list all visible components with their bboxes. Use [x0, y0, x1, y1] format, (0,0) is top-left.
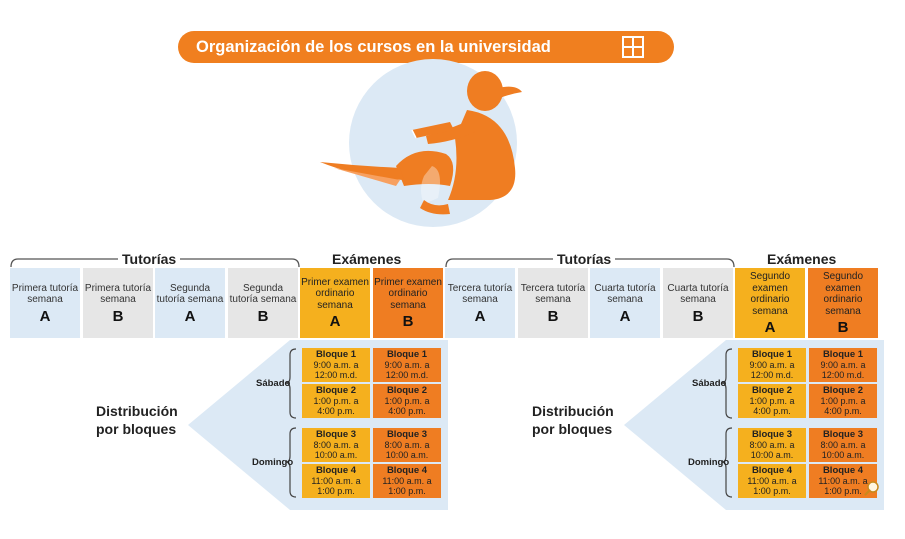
block-card: Bloque 4 11:00 a.m. a 1:00 p.m.: [738, 464, 806, 498]
block-card: Bloque 3 8:00 a.m. a 10:00 a.m.: [809, 428, 877, 462]
block-card: Bloque 3 8:00 a.m. a 10:00 a.m.: [302, 428, 370, 462]
page-title: Organización de los cursos en la univers…: [196, 37, 551, 56]
tutorias-right-label: Tutorías: [553, 251, 616, 267]
distribution-label-left: Distribución por bloques: [96, 403, 178, 437]
block-card: Bloque 2 1:00 p.m. a 4:00 p.m.: [809, 384, 877, 418]
block-card: Bloque 1 9:00 a.m. a 12:00 m.d.: [302, 348, 370, 382]
block-card: Bloque 3 8:00 a.m. a 10:00 a.m.: [738, 428, 806, 462]
block-card: Bloque 1 9:00 a.m. a 12:00 m.d.: [809, 348, 877, 382]
sunday-label: Domingo: [688, 457, 730, 468]
saturday-label: Sábado: [692, 378, 727, 389]
block-card: Bloque 1 9:00 a.m. a 12:00 m.d.: [738, 348, 806, 382]
block-card: Bloque 2 1:00 p.m. a 4:00 p.m.: [302, 384, 370, 418]
distribution-label-right: Distribución por bloques: [532, 403, 614, 437]
block-card: Bloque 4 11:00 a.m. a 1:00 p.m.: [809, 464, 877, 498]
block-card: Bloque 2 1:00 p.m. a 4:00 p.m.: [738, 384, 806, 418]
block-card: Bloque 4 11:00 a.m. a 1:00 p.m.: [373, 464, 441, 498]
block-card: Bloque 2 1:00 p.m. a 4:00 p.m.: [373, 384, 441, 418]
block-card: Bloque 1 9:00 a.m. a 12:00 m.d.: [373, 348, 441, 382]
student-reading-illustration: [320, 59, 522, 227]
page-title-banner: Organización de los cursos en la univers…: [178, 31, 674, 63]
block-card: Bloque 4 11:00 a.m. a 1:00 p.m.: [302, 464, 370, 498]
sunday-label: Domingo: [252, 457, 294, 468]
examenes-right-label: Exámenes: [763, 251, 841, 267]
saturday-label: Sábado: [256, 378, 291, 389]
flag-icon: [622, 36, 644, 58]
examenes-left-label: Exámenes: [328, 251, 406, 267]
block-card: Bloque 3 8:00 a.m. a 10:00 a.m.: [373, 428, 441, 462]
tutorias-left-label: Tutorías: [118, 251, 181, 267]
zoom-icon[interactable]: [864, 480, 880, 496]
